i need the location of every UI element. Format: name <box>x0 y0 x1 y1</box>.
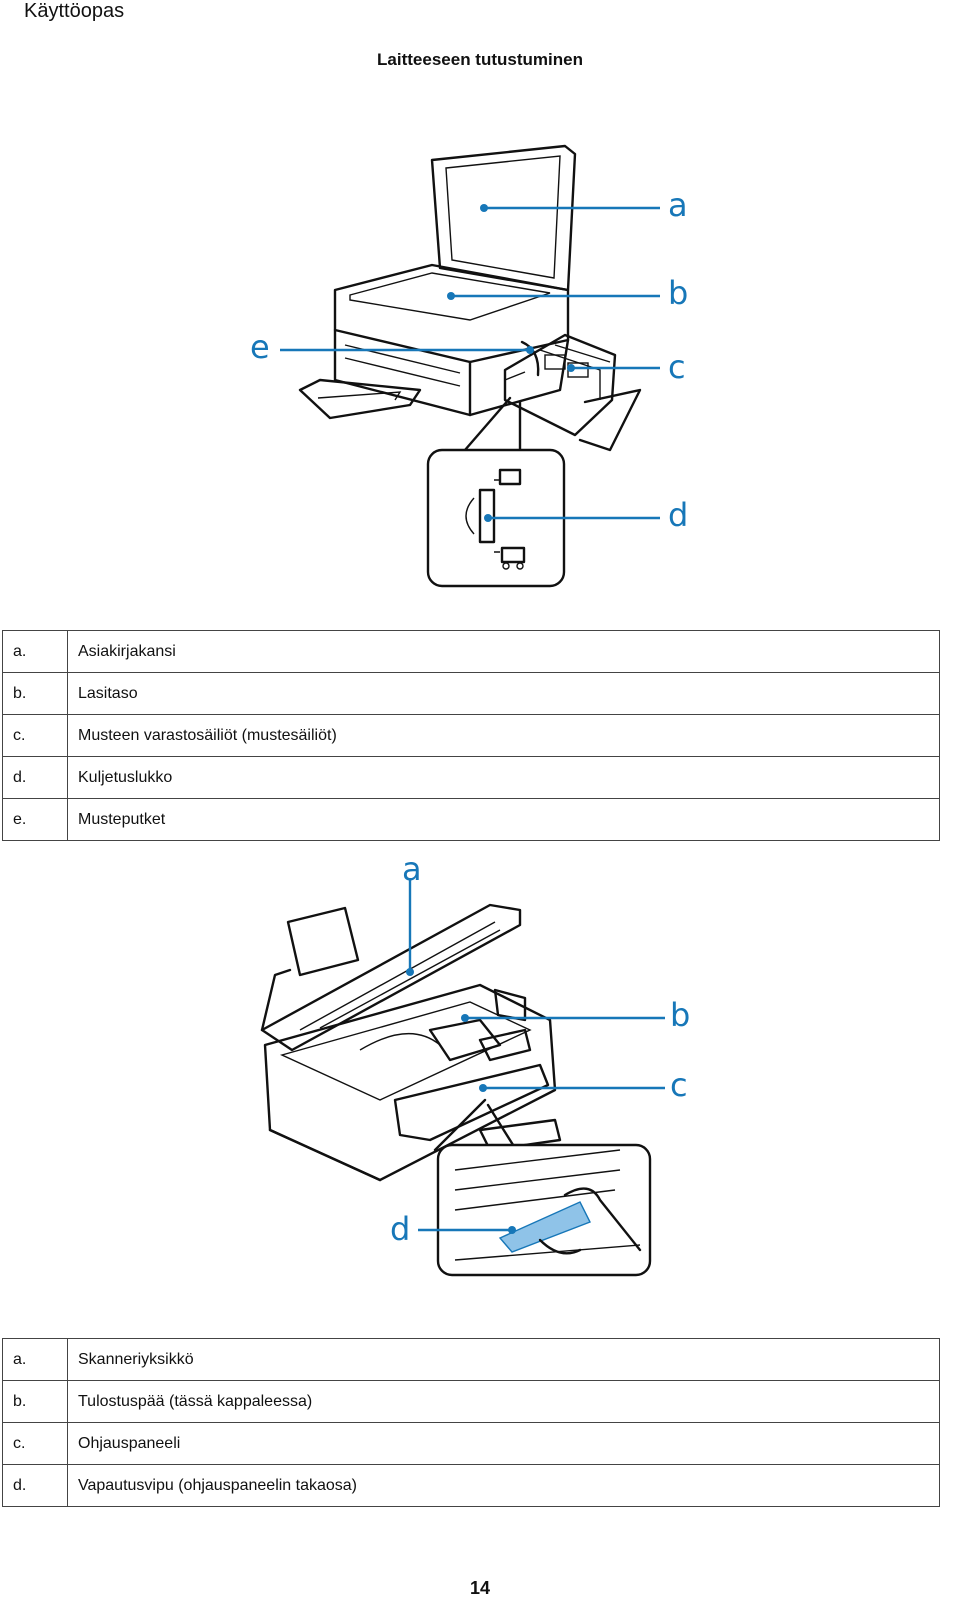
legend-label: Kuljetuslukko <box>67 756 940 799</box>
callout-d: d <box>668 496 689 534</box>
legend-label: Skanneriyksikkö <box>67 1338 940 1381</box>
legend-label: Asiakirjakansi <box>67 630 940 673</box>
callout-b: b <box>670 996 691 1034</box>
legend-table-interior: a.Skanneriyksikkö b.Tulostuspää (tässä k… <box>2 1338 940 1507</box>
legend-key: c. <box>2 1422 68 1465</box>
callout-a: a <box>668 186 688 224</box>
callout-a: a <box>402 850 422 888</box>
table-row: e.Musteputket <box>2 798 940 841</box>
legend-label: Musteputket <box>67 798 940 841</box>
table-row: a.Asiakirjakansi <box>2 630 940 673</box>
printer-exterior-illustration: a b c d e <box>0 140 960 610</box>
legend-label: Tulostuspää (tässä kappaleessa) <box>67 1380 940 1423</box>
legend-key: d. <box>2 756 68 799</box>
callout-c: c <box>668 348 686 386</box>
callout-d: d <box>390 1210 411 1248</box>
legend-key: a. <box>2 1338 68 1381</box>
legend-key: d. <box>2 1464 68 1507</box>
legend-label: Ohjauspaneeli <box>67 1422 940 1465</box>
legend-label: Lasitaso <box>67 672 940 715</box>
printer-interior-illustration: a b c d <box>0 850 960 1310</box>
table-row: b.Tulostuspää (tässä kappaleessa) <box>2 1380 940 1423</box>
legend-key: c. <box>2 714 68 757</box>
table-row: c.Ohjauspaneeli <box>2 1422 940 1465</box>
table-row: d.Kuljetuslukko <box>2 756 940 799</box>
legend-key: a. <box>2 630 68 673</box>
table-row: c.Musteen varastosäiliöt (mustesäiliöt) <box>2 714 940 757</box>
legend-key: b. <box>2 672 68 715</box>
table-row: d.Vapautusvipu (ohjauspaneelin takaosa) <box>2 1464 940 1507</box>
page-number: 14 <box>469 1578 491 1598</box>
document-title: Käyttöopas <box>24 0 125 22</box>
legend-key: e. <box>2 798 68 841</box>
callout-e: e <box>250 328 270 366</box>
callout-c: c <box>670 1066 688 1104</box>
legend-label: Vapautusvipu (ohjauspaneelin takaosa) <box>67 1464 940 1507</box>
table-row: a.Skanneriyksikkö <box>2 1338 940 1381</box>
legend-label: Musteen varastosäiliöt (mustesäiliöt) <box>67 714 940 757</box>
table-row: b.Lasitaso <box>2 672 940 715</box>
legend-table-exterior: a.Asiakirjakansi b.Lasitaso c.Musteen va… <box>2 630 940 841</box>
section-heading: Laitteeseen tutustuminen <box>377 50 583 69</box>
callout-b: b <box>668 274 689 312</box>
legend-key: b. <box>2 1380 68 1423</box>
